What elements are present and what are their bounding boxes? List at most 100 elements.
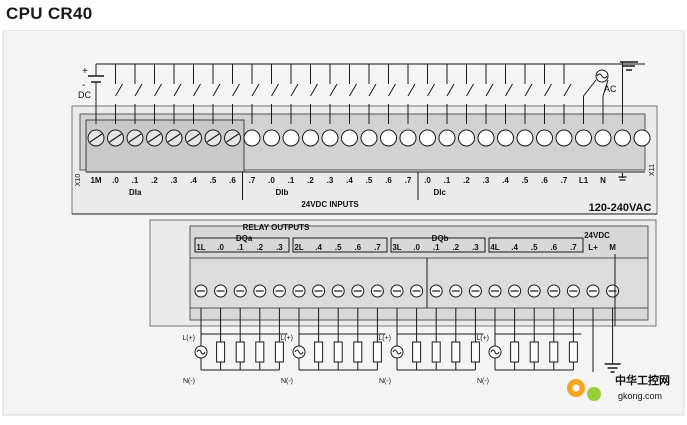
input-terminal-label: .1 xyxy=(288,176,295,185)
outputs-heading: RELAY OUTPUTS xyxy=(243,223,310,232)
output-common-label: 4L xyxy=(490,243,499,252)
output-terminal-label: .1 xyxy=(237,243,244,252)
upper-terminal-screw xyxy=(263,129,280,147)
input-switch-contact xyxy=(232,83,240,97)
input-terminal-label: .7 xyxy=(249,176,256,185)
term-PE-symbol xyxy=(618,173,627,181)
screw-slot xyxy=(128,133,142,143)
screw-slot xyxy=(167,133,181,143)
output-terminal-label: .0 xyxy=(413,243,420,252)
upper-terminal-screw xyxy=(536,129,553,147)
term-L1: L1 xyxy=(579,176,589,185)
input-switch-contact xyxy=(368,83,377,97)
screw-slot xyxy=(89,133,103,143)
n-to-ac xyxy=(602,79,609,97)
input-terminal-label: .4 xyxy=(346,176,353,185)
output-terminal-label: .2 xyxy=(452,243,459,252)
upper-terminal-screw xyxy=(516,129,534,147)
load-ac-wave xyxy=(196,349,206,355)
load-negative-label: N(-) xyxy=(183,378,195,385)
output-terminal-label: .3 xyxy=(472,243,479,252)
output-terminal-label: .4 xyxy=(511,243,518,252)
load-coil xyxy=(235,341,245,363)
load-coil xyxy=(314,341,324,363)
output-terminal-label: .3 xyxy=(276,243,283,252)
input-terminal-label: .6 xyxy=(229,176,236,185)
input-switch-contact xyxy=(310,83,318,97)
input-switch-contact xyxy=(388,83,396,97)
plc-panel: +-DCAC1M.0.1.2.3.4.5.6.7.0.1.2.3.4.5.6.7… xyxy=(2,30,685,416)
output-terminal-label: .7 xyxy=(374,243,381,252)
input-terminal-label: .0 xyxy=(268,176,275,185)
input-switch-contact xyxy=(173,83,182,97)
input-terminal-label: .5 xyxy=(522,176,529,185)
ac-wave xyxy=(596,73,608,79)
input-switch-contact xyxy=(485,83,494,97)
static-frame xyxy=(2,30,685,416)
upper-terminal-screw xyxy=(438,129,456,147)
output-terminal-label: .0 xyxy=(217,243,224,252)
input-switch-contact xyxy=(446,83,455,97)
output-group-name: DQb xyxy=(432,234,449,243)
voltage-label: 120-240VAC xyxy=(589,202,652,214)
dc-label: DC xyxy=(78,90,91,100)
load-coil xyxy=(216,341,226,363)
input-terminal-label: .3 xyxy=(327,176,334,185)
upper-terminal-screw xyxy=(282,129,300,147)
input-switch-contact xyxy=(115,83,123,97)
connector-x11: X11 xyxy=(649,164,656,176)
load-coil xyxy=(255,341,265,363)
load-coil xyxy=(451,341,461,363)
input-terminal-label: .2 xyxy=(463,176,470,185)
load-coil xyxy=(274,341,284,363)
input-terminal-label: .6 xyxy=(385,176,392,185)
term-1M: 1M xyxy=(90,176,101,185)
upper-terminal-screw xyxy=(302,129,319,147)
output-terminal-label: .6 xyxy=(550,243,557,252)
input-switch-contact xyxy=(290,83,299,97)
output-common-label: 2L xyxy=(294,243,303,252)
input-terminal-label: .4 xyxy=(502,176,509,185)
load-coil xyxy=(549,341,559,363)
watermark-url: gkong.com xyxy=(618,391,662,401)
upper-terminal-screw xyxy=(399,129,417,147)
load-ac-wave xyxy=(294,349,304,355)
load-coil xyxy=(412,341,422,363)
input-switch-contact xyxy=(212,83,221,97)
output-terminal-label: .4 xyxy=(315,243,322,252)
output-group-bracket xyxy=(390,237,486,253)
input-switch-contact xyxy=(134,83,143,97)
load-coil xyxy=(333,341,343,363)
term-N: N xyxy=(600,176,606,185)
input-switch-contact xyxy=(466,83,474,97)
output-common-label: 3L xyxy=(392,243,401,252)
screw-slot xyxy=(187,133,200,143)
load-coil xyxy=(568,341,578,363)
input-group-dib: DIb xyxy=(276,188,289,197)
input-switch-contact xyxy=(427,83,435,97)
input-switch-contact xyxy=(271,83,279,97)
load-coil xyxy=(470,341,480,363)
upper-terminal-screw xyxy=(360,129,378,147)
upper-terminal-screw xyxy=(497,129,514,147)
output-common-label: 1L xyxy=(196,243,205,252)
load-positive-label: L(+) xyxy=(476,335,489,342)
input-terminal-label: .7 xyxy=(405,176,412,185)
upper-terminal-screw xyxy=(575,129,592,147)
output-terminal-label: .2 xyxy=(256,243,263,252)
load-ac-wave xyxy=(392,349,402,355)
connector-x10: X10 xyxy=(75,174,82,187)
input-switch-contact xyxy=(544,83,552,97)
input-terminal-label: .4 xyxy=(190,176,197,185)
input-switch-contact xyxy=(154,83,162,97)
input-group-dia: DIa xyxy=(129,188,142,197)
inputs-heading: 24VDC INPUTS xyxy=(301,200,359,209)
output-terminal-label: .6 xyxy=(354,243,361,252)
input-terminal-label: .6 xyxy=(541,176,548,185)
input-switch-contact xyxy=(349,83,357,97)
input-terminal-label: .5 xyxy=(210,176,217,185)
load-coil xyxy=(431,341,441,363)
load-coil xyxy=(510,341,520,363)
input-terminal-label: .0 xyxy=(112,176,119,185)
diagram-title: CPU CR40 xyxy=(6,4,93,23)
